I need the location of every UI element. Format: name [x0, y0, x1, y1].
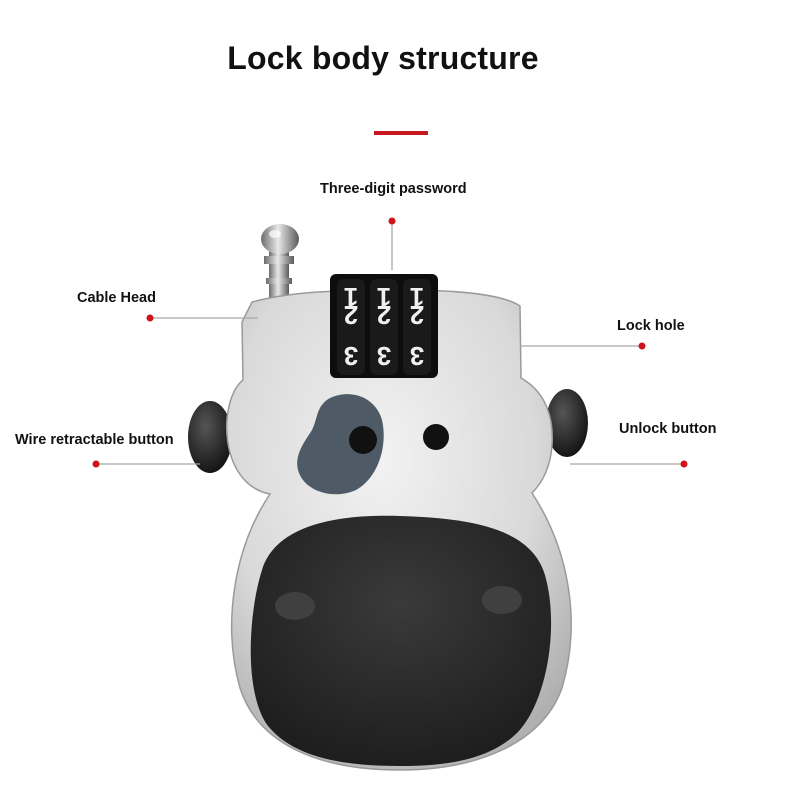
- callout-label-password: Three-digit password: [320, 181, 467, 197]
- dial-2-digit-2: 2: [377, 300, 391, 330]
- eye-hole-right: [423, 424, 449, 450]
- callout-label-unlock-button: Unlock button: [619, 421, 717, 437]
- title-underline: [374, 131, 428, 135]
- marker-dot-lockhole: [638, 342, 646, 350]
- dial-2-digit-1: 1: [377, 282, 391, 312]
- nostril-left-icon: [275, 592, 315, 620]
- dial-2-digit-3: 3: [377, 341, 391, 371]
- callout-label-wire-retractable-button: Wire retractable button: [15, 432, 174, 448]
- dial-3-digit-2: 2: [410, 300, 424, 330]
- dial-1-digit-3: 3: [344, 341, 358, 371]
- cow-spot: [297, 394, 384, 495]
- dial-3-digit-3: 3: [410, 341, 424, 371]
- marker-dot-unlock: [680, 460, 688, 468]
- marker-dot-password: [388, 217, 396, 225]
- cable-head: [261, 224, 299, 312]
- eye-hole-left: [349, 426, 377, 454]
- dial-3-digit-1: 1: [410, 282, 424, 312]
- page-title: Lock body structure: [227, 40, 539, 76]
- dial-1-digit-2: 2: [344, 300, 358, 330]
- dial-window: [330, 274, 438, 378]
- callout-label-lock-hole: Lock hole: [617, 318, 685, 334]
- dial-1-digit-1: 1: [344, 282, 358, 312]
- wire-retractable-knob: [188, 401, 232, 473]
- nostril-right-icon: [482, 586, 522, 614]
- rubber-grip-pad: [250, 515, 552, 766]
- unlock-knob: [546, 389, 588, 457]
- marker-dot-cable: [146, 314, 154, 322]
- callout-label-cable-head: Cable Head: [77, 290, 156, 306]
- marker-dot-wire: [92, 460, 100, 468]
